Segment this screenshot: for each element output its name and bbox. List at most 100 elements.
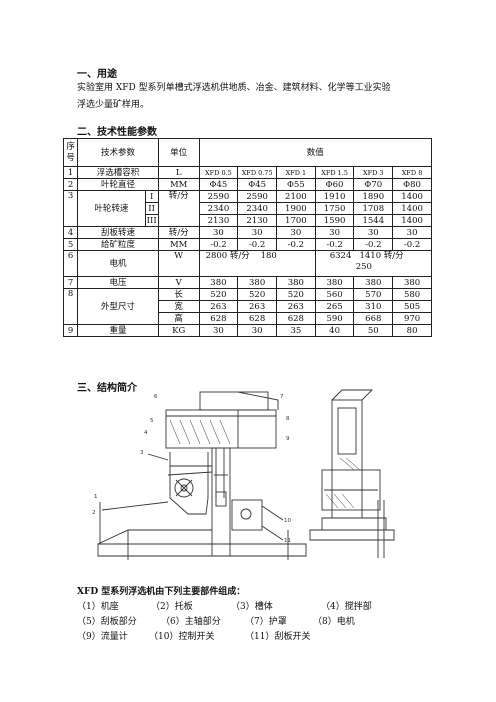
value-cell: 628 — [198, 312, 239, 325]
label-4: 4 — [144, 430, 148, 436]
param-unit: MM — [157, 178, 200, 191]
param-name: 浮选槽容积 — [77, 166, 159, 179]
list-item: （1）机座 — [77, 602, 119, 612]
value-cell: 970 — [392, 312, 432, 325]
heading-structure: 三、结构简介 — [77, 383, 137, 394]
table-row: 4 刮板转速 转/分 30 30 30 30 30 30 — [62, 226, 432, 239]
model-cell: XFD 1.5 — [314, 166, 355, 179]
usage-line-1: 实验室用 XFD 型系列单槽式浮选机供地质、冶金、建筑材料、化学等工业实验 — [77, 83, 391, 93]
value-cell: 1400 — [392, 202, 432, 215]
value-cell: 628 — [237, 312, 277, 325]
value-cell: 1750 — [314, 202, 355, 215]
value-cell: 560 — [314, 288, 355, 301]
value-cell: -0.2 — [237, 238, 277, 251]
value-cell: 628 — [276, 312, 316, 325]
value-cell: 2100 — [276, 190, 316, 203]
param-name: 重量 — [77, 324, 159, 337]
dim-label: 长 — [157, 288, 200, 301]
gear-label: III — [144, 214, 159, 227]
parts-title: XFD 型系列浮选机由下列主要部件组成： — [77, 587, 246, 597]
value-cell: 2340 — [198, 202, 239, 215]
value-cell: 380 — [237, 276, 277, 289]
model-cell: XFD 0.75 — [237, 166, 277, 179]
table-row-motor: 6 电机 W 2800 转/分 180 6324 1410 转/分 250 — [62, 250, 433, 277]
list-item: （8）电机 — [313, 617, 355, 627]
label-5: 5 — [150, 418, 154, 424]
usage-line-2: 浮选少量矿样用。 — [77, 100, 150, 110]
list-item: （11）刮板开关 — [245, 632, 311, 642]
label-2: 2 — [92, 510, 96, 516]
table-row: 8 外型尺寸 长 520 520 520 560 570 580 — [62, 288, 432, 325]
param-unit: 转/分 — [157, 226, 200, 239]
gear-label: II — [144, 202, 159, 215]
gear-label: I — [144, 190, 159, 203]
value-cell: 2590 — [237, 190, 277, 203]
table-row: 7 电压 V 380 380 380 380 380 380 — [62, 276, 432, 289]
column-shape — [211, 447, 231, 557]
value-cell: -0.2 — [314, 238, 355, 251]
row-number: 7 — [62, 276, 79, 289]
motor-power-small: 180 — [260, 251, 277, 262]
value-cell: 505 — [392, 300, 432, 313]
row-number: 2 — [62, 178, 79, 191]
dim-label: 宽 — [157, 300, 200, 313]
value-cell: Φ45 — [237, 178, 277, 191]
list-item: （4）搅拌部 — [321, 602, 372, 612]
table-header-row: 序号 技术参数 单位 数值 — [62, 138, 433, 167]
value-cell: 30 — [237, 324, 277, 337]
value-cell: 310 — [353, 300, 394, 313]
usage-paragraph: 实验室用 XFD 型系列单槽式浮选机供地质、冶金、建筑材料、化学等工业实验 浮选… — [77, 80, 447, 114]
param-unit: W — [157, 250, 200, 277]
value-cell: 50 — [353, 324, 394, 337]
motor-spec-small: 2800 转/分 180 — [198, 250, 316, 277]
value-cell: 30 — [237, 226, 277, 239]
param-unit: MM — [157, 238, 200, 251]
base-shape — [97, 543, 307, 557]
motor-power-large: 250 — [355, 262, 372, 272]
header-param: 技术参数 — [77, 138, 159, 167]
tank-shape — [169, 452, 209, 515]
label-6: 6 — [154, 394, 158, 400]
table-row: 2 叶轮直径 MM Φ45 Φ45 Φ55 Φ60 Φ70 Φ80 — [62, 178, 432, 191]
row-number: 5 — [62, 238, 79, 251]
value-cell: 1910 — [314, 190, 355, 203]
value-cell: Φ60 — [314, 178, 355, 191]
param-unit: V — [157, 276, 200, 289]
value-cell: 380 — [314, 276, 355, 289]
value-cell: 30 — [314, 226, 355, 239]
model-cell: XFD 0.5 — [198, 166, 239, 179]
label-9: 9 — [286, 436, 290, 442]
value-cell: -0.2 — [353, 238, 394, 251]
list-item: （7）护罩 — [245, 617, 287, 627]
table-row: 1 浮选槽容积 L XFD 0.5 XFD 0.75 XFD 1 XFD 1.5… — [62, 166, 432, 179]
value-cell: -0.2 — [198, 238, 239, 251]
value-cell: 380 — [198, 276, 239, 289]
value-cell: 380 — [392, 276, 432, 289]
label-8: 8 — [286, 416, 290, 422]
model-cell: XFD 3 — [353, 166, 394, 179]
list-item: （10）控制开关 — [149, 632, 215, 642]
value-cell: 30 — [198, 324, 239, 337]
machine-diagram: 1 2 3 4 5 6 7 8 9 10 11 — [92, 389, 395, 560]
motor-model: 6324 — [329, 251, 352, 262]
motor-speed-large: 1410 转/分 — [359, 251, 404, 262]
label-7: 7 — [280, 394, 284, 400]
param-unit: 转/分 — [157, 190, 200, 227]
value-cell: 30 — [392, 226, 432, 239]
list-item: （2）托板 — [151, 602, 193, 612]
model-cell: XFD 8 — [392, 166, 432, 179]
parts-list: XFD 型系列浮选机由下列主要部件组成： （1）机座 （2）托板 （3）槽体 （… — [77, 585, 457, 675]
param-name: 刮板转速 — [77, 226, 159, 239]
value-cell: 2130 — [198, 214, 239, 227]
value-cell: Φ70 — [353, 178, 394, 191]
param-name: 给矿粒度 — [77, 238, 159, 251]
value-cell: 570 — [353, 288, 394, 301]
param-unit: KG — [157, 324, 200, 337]
value-cell: 1400 — [392, 214, 432, 227]
label-11: 11 — [284, 538, 291, 544]
value-cell: 580 — [392, 288, 432, 301]
param-name: 叶轮转速 — [77, 190, 146, 227]
row-number: 4 — [62, 226, 79, 239]
param-name: 电机 — [77, 250, 159, 277]
value-cell: 1544 — [353, 214, 394, 227]
